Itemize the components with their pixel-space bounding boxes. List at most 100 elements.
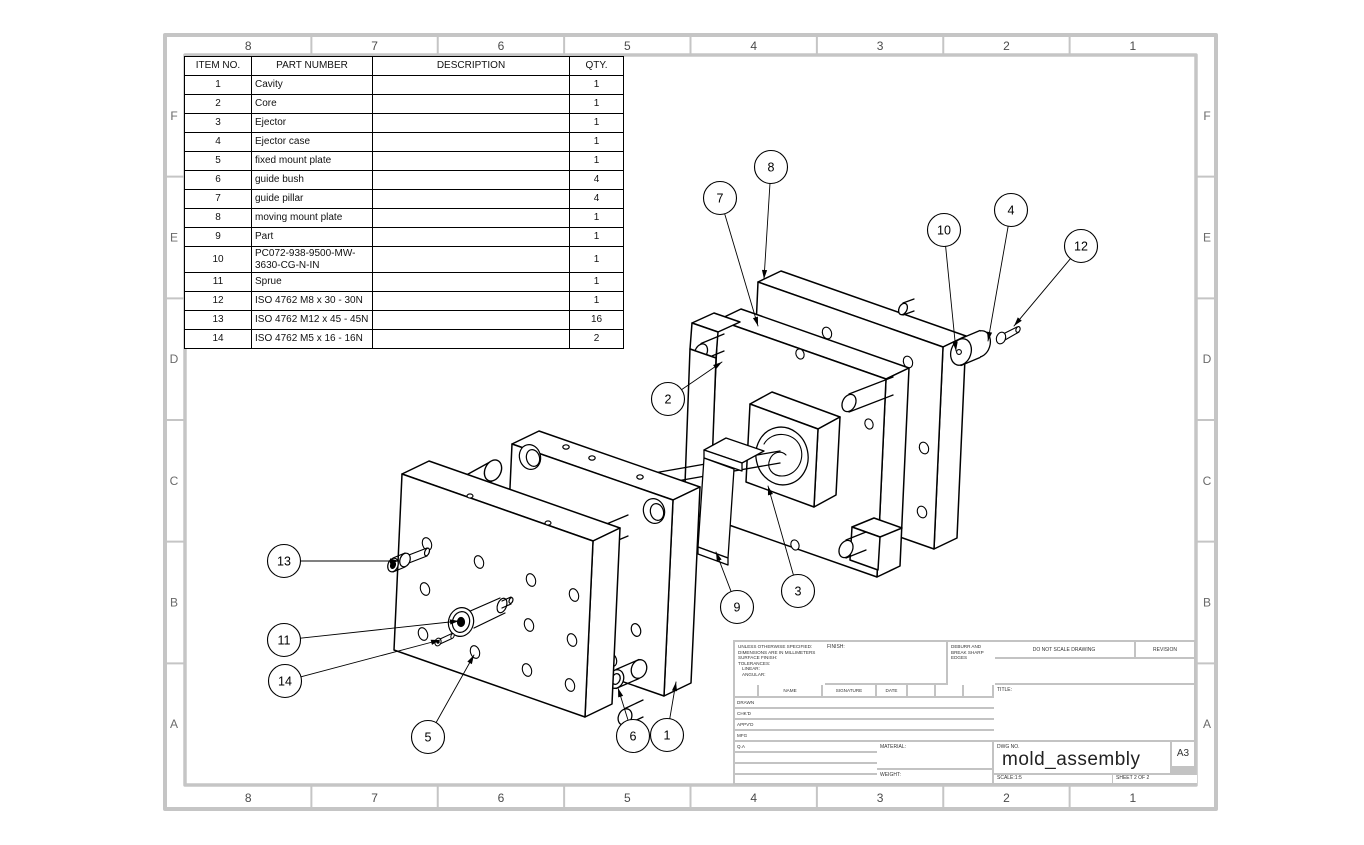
bom-cell-qty: 16 xyxy=(569,310,624,330)
bom-cell-description xyxy=(372,246,570,273)
weight-label: WEIGHT: xyxy=(880,772,901,778)
balloon-12: 12 xyxy=(1013,228,1099,327)
zone-label: A xyxy=(1203,717,1211,731)
title-block: UNLESS OTHERWISE SPECIFIED: DIMENSIONS A… xyxy=(733,640,1197,785)
zone-label: D xyxy=(170,352,179,366)
sign-cell xyxy=(908,698,936,707)
bom-cell-item: 1 xyxy=(184,75,252,95)
bom-cell-qty: 1 xyxy=(569,113,624,133)
dwg-no-value: mold_assembly xyxy=(1002,749,1141,771)
balloon-number: 11 xyxy=(278,634,291,648)
bom-cell-part: moving mount plate xyxy=(251,208,373,228)
sign-cell xyxy=(759,709,823,718)
bom-cell-item: 6 xyxy=(184,170,252,190)
sign-header: DATE xyxy=(877,685,906,696)
zone-label: D xyxy=(1203,352,1212,366)
bom-header-row: ITEM NO. PART NUMBER DESCRIPTION QTY. xyxy=(184,56,624,76)
sign-cell xyxy=(964,731,994,740)
deburr-note: DEBURR AND BREAK SHARP EDGES xyxy=(948,642,995,685)
material-box: MATERIAL: xyxy=(877,742,992,768)
sign-cell xyxy=(964,709,994,718)
bom-cell-part: Ejector xyxy=(251,113,373,133)
sign-cell xyxy=(759,742,823,751)
sign-cell xyxy=(964,720,994,729)
balloon-number: 10 xyxy=(937,224,951,238)
sign-row-label xyxy=(735,764,759,773)
bom-cell-description xyxy=(372,189,570,209)
dwg-no-label: DWG NO. xyxy=(997,744,1020,750)
zone-label: 7 xyxy=(371,791,378,805)
bom-cell-description xyxy=(372,310,570,330)
bom-cell-item: 5 xyxy=(184,151,252,171)
fixed-mount-plate-shape xyxy=(393,460,621,718)
bom-cell-part: ISO 4762 M8 x 30 - 30N xyxy=(251,291,373,311)
bom-cell-item: 7 xyxy=(184,189,252,209)
sign-cell xyxy=(823,709,877,718)
zone-label: 5 xyxy=(624,791,631,805)
sign-header xyxy=(936,685,962,696)
sign-cell xyxy=(823,698,877,707)
title-label: TITLE: xyxy=(997,687,1013,693)
sign-cell xyxy=(877,709,908,718)
bom-cell-description xyxy=(372,208,570,228)
sign-cell xyxy=(759,764,823,773)
bom-cell-part: fixed mount plate xyxy=(251,151,373,171)
bom-cell-item: 8 xyxy=(184,208,252,228)
bom-cell-part: guide bush xyxy=(251,170,373,190)
bom-cell-item: 10 xyxy=(184,246,252,273)
zone-label: 4 xyxy=(750,791,757,805)
sign-cell xyxy=(908,720,936,729)
bom-cell-part: guide pillar xyxy=(251,189,373,209)
balloon-4: 4 xyxy=(986,192,1029,342)
bom-cell-qty: 1 xyxy=(569,132,624,152)
balloon-3: 3 xyxy=(767,485,816,609)
sign-cell xyxy=(936,731,964,740)
bom-cell-part: PC072-938-9500-MW-3630-CG-N-IN xyxy=(251,246,373,273)
sign-cell xyxy=(877,720,908,729)
bom-cell-part: Ejector case xyxy=(251,132,373,152)
sheet-border xyxy=(163,33,1218,811)
balloon-13: 13 xyxy=(266,543,400,579)
balloon-10: 10 xyxy=(926,212,962,352)
balloon-8: 8 xyxy=(753,149,789,280)
balloon-11: 11 xyxy=(266,619,460,658)
balloon-number: 12 xyxy=(1074,240,1088,254)
balloon-number: 14 xyxy=(278,675,292,689)
do-not-scale-label: DO NOT SCALE DRAWING xyxy=(994,642,1134,657)
bom-cell-part: Part xyxy=(251,227,373,247)
finish-box: FINISH: xyxy=(824,642,946,683)
balloon-number: 1 xyxy=(664,729,671,743)
finish-label: FINISH: xyxy=(827,644,845,650)
zone-label: A xyxy=(170,717,178,731)
sign-cell xyxy=(936,720,964,729)
sign-cell xyxy=(823,742,877,751)
material-label: MATERIAL: xyxy=(880,744,907,750)
balloon-number: 6 xyxy=(630,730,637,744)
title-box: TITLE: xyxy=(994,685,1194,740)
zone-label: C xyxy=(1203,474,1212,488)
zone-label: 7 xyxy=(371,39,378,53)
sign-row-label: MFG xyxy=(735,731,759,740)
bom-cell-description xyxy=(372,75,570,95)
zone-label: F xyxy=(1203,109,1210,123)
sign-cell xyxy=(823,720,877,729)
sign-cell xyxy=(964,698,994,707)
zone-label: 3 xyxy=(877,791,884,805)
bom-cell-description xyxy=(372,151,570,171)
bom-cell-description xyxy=(372,272,570,292)
bom-cell-item: 4 xyxy=(184,132,252,152)
sign-cell xyxy=(759,775,823,783)
bom-cell-qty: 1 xyxy=(569,208,624,228)
sign-row-label: APPV'D xyxy=(735,720,759,729)
bom-cell-qty: 1 xyxy=(569,246,624,273)
bom-cell-qty: 1 xyxy=(569,75,624,95)
sign-row-label xyxy=(735,775,759,783)
